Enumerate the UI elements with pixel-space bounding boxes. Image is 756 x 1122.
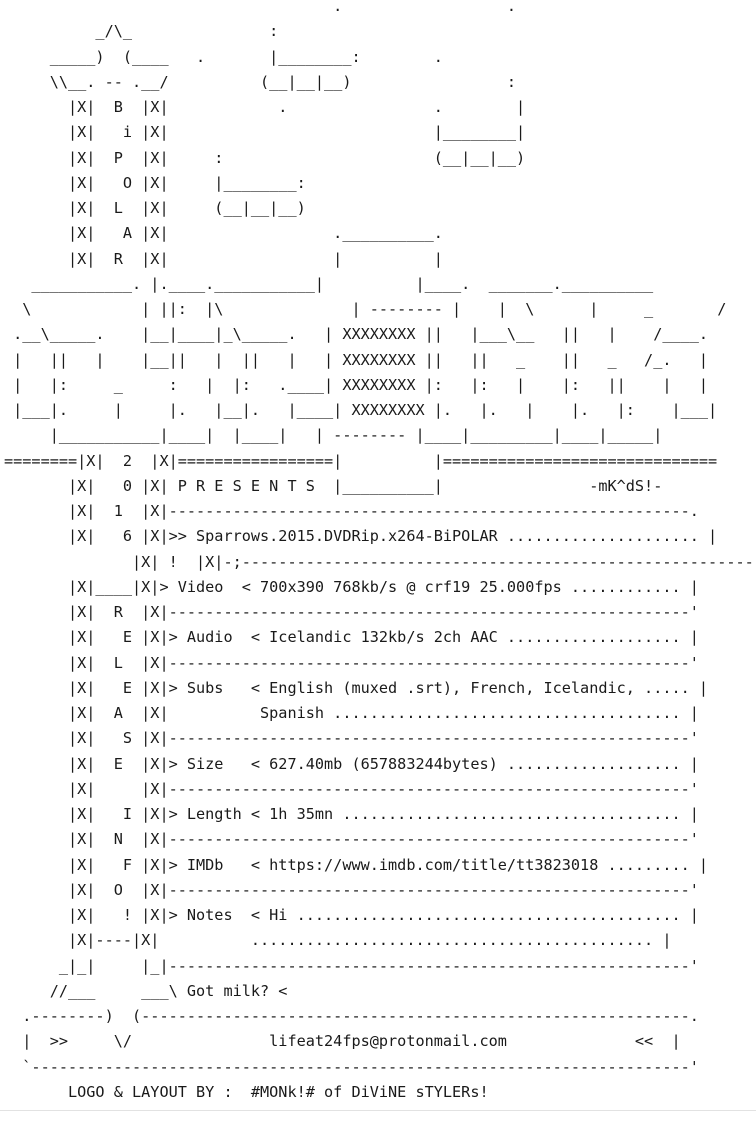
nfo-line: .__\_____. |__|____|_\_____. | XXXXXXXX … <box>4 325 709 344</box>
nfo-line: |X| L |X| (__|__|__) <box>4 199 306 217</box>
nfo-line: |X| A |X| .__________. <box>4 224 443 243</box>
nfo-line: _____) (____ . |________: . <box>4 47 443 66</box>
nfo-line: |X| A |X| Spanish ......................… <box>4 704 699 722</box>
nfo-line: //___ ___\ Got milk? < <box>4 981 288 1000</box>
nfo-line: |X| F |X|> IMDb < https://www.imdb.com/t… <box>4 855 709 874</box>
nfo-line: ========|X| 2 |X|=================| |===… <box>4 451 718 470</box>
nfo-line: |X| O |X| |________: <box>4 173 306 192</box>
nfo-line: |X| O |X|-------------------------------… <box>4 880 699 899</box>
nfo-line: |___|. | |. |__|. |____| XXXXXXXX |. |. … <box>4 401 718 419</box>
nfo-line: |___________|____| |____| | -------- |__… <box>4 426 663 445</box>
nfo-line: |X| B |X| . . | <box>4 98 526 116</box>
nfo-line: |X| L |X|-------------------------------… <box>4 653 699 672</box>
nfo-line: | |: _ : | |: .____| XXXXXXXX |: |: | |:… <box>4 375 709 394</box>
nfo-line: ___________. |.____.___________| |____. … <box>4 274 654 293</box>
nfo-line: |X|----|X| .............................… <box>4 931 672 950</box>
nfo-line: .--------) (----------------------------… <box>4 1007 699 1025</box>
nfo-line: . . <box>4 0 517 15</box>
nfo-line: |X| E |X|> Subs < English (muxed .srt), … <box>4 678 709 697</box>
nfo-line: |X| 0 |X| P R E S E N T S |__________| -… <box>4 476 663 495</box>
nfo-line: |X| R |X|-------------------------------… <box>4 603 699 621</box>
nfo-line: _/\_ : <box>4 22 279 41</box>
nfo-line: |X| |X|---------------------------------… <box>4 779 699 798</box>
nfo-line: LOGO & LAYOUT BY : #MONk!# of DiViNE sTY… <box>4 1082 489 1101</box>
nfo-line: |X| S |X|-------------------------------… <box>4 729 699 748</box>
nfo-line: |X| E |X|> Size < 627.40mb (657883244byt… <box>4 754 699 773</box>
nfo-line: |X| ! |X|> Notes < Hi ..................… <box>4 906 699 924</box>
nfo-line: |X| N |X|-------------------------------… <box>4 830 699 849</box>
nfo-line: `---------------------------------------… <box>4 1057 699 1076</box>
nfo-line: |X| i |X| |________| <box>4 123 526 142</box>
nfo-line: |X| R |X| | | <box>4 249 443 268</box>
nfo-line: \\__. -- .__/ (__|__|__) : <box>4 72 517 91</box>
nfo-line: |X|____|X|> Video < 700x390 768kb/s @ cr… <box>4 577 699 596</box>
nfo-line: |X| P |X| : (__|__|__) <box>4 148 526 167</box>
nfo-line: \ | ||: |\ | -------- | | \ | _ / <box>4 300 727 318</box>
nfo-line: | >> \/ lifeat24fps@protonmail.com << | <box>4 1032 681 1051</box>
nfo-line: |X| 6 |X|>> Sparrows.2015.DVDRip.x264-Bi… <box>4 527 718 546</box>
nfo-line: |X| ! |X|-;-----------------------------… <box>4 552 756 571</box>
nfo-line: |X| I |X|> Length < 1h 35mn ............… <box>4 805 699 823</box>
nfo-line: |X| E |X|> Audio < Icelandic 132kb/s 2ch… <box>4 628 699 647</box>
nfo-line: | || | |__|| | || | | XXXXXXXX || || _ |… <box>4 350 709 369</box>
viewer-bottom-border <box>0 1110 756 1111</box>
nfo-line: _|_| |_|--------------------------------… <box>4 956 699 975</box>
nfo-line: |X| 1 |X|-------------------------------… <box>4 502 699 520</box>
